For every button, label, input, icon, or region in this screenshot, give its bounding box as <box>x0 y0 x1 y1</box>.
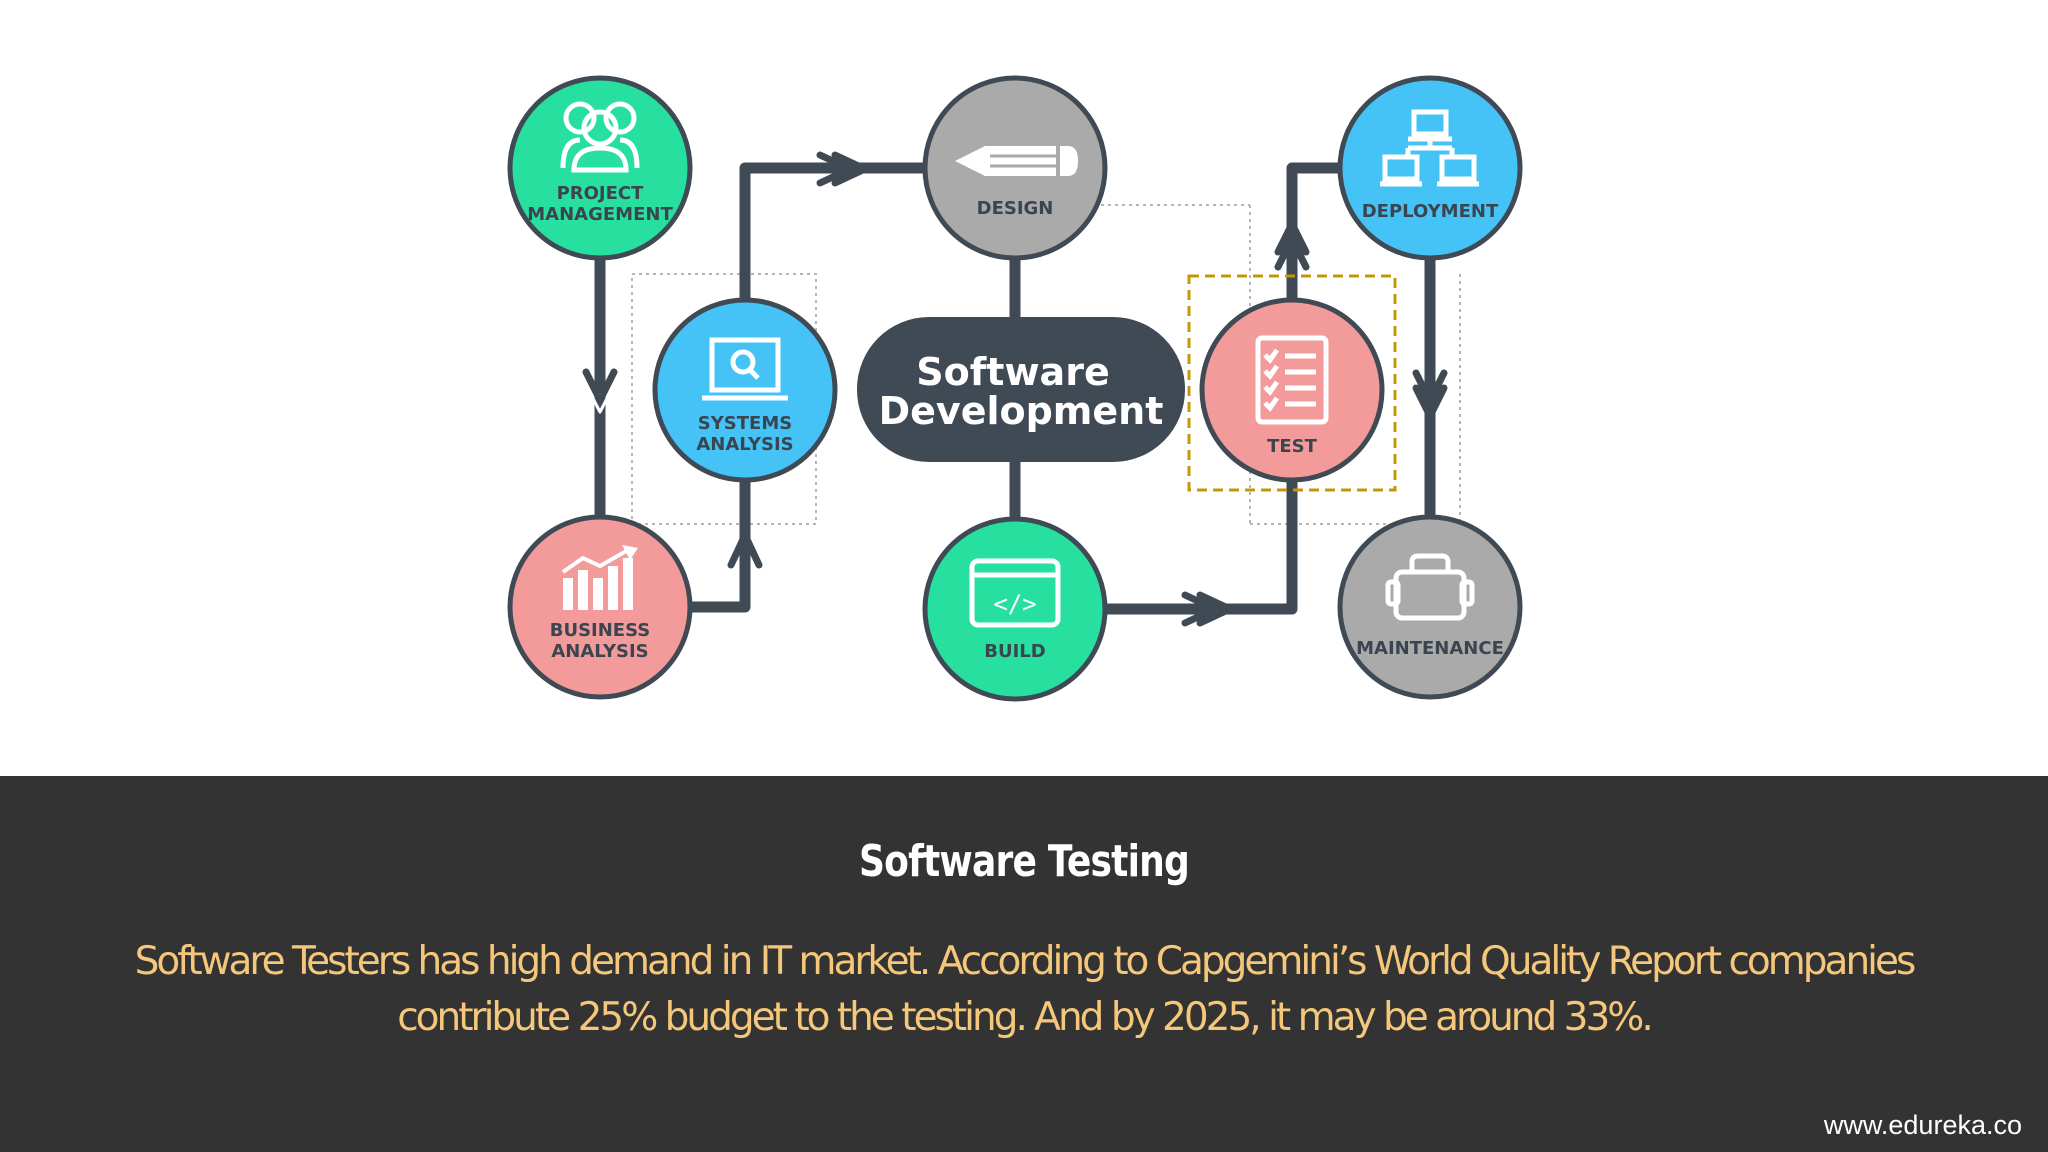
node-label-line2: ANALYSIS <box>551 641 648 662</box>
center-pill: Software Development <box>857 317 1185 462</box>
node-maintenance: MAINTENANCE <box>1337 514 1523 700</box>
node-label-line1: TEST <box>1267 436 1318 457</box>
node-label-line1: BUSINESS <box>550 620 650 641</box>
network-icon <box>1380 109 1479 187</box>
node-label-line1: DEPLOYMENT <box>1362 201 1499 222</box>
node-label-line1: MAINTENANCE <box>1356 638 1504 659</box>
sdlc-diagram-svg: Software Development PROJECT MANAGEMENT <box>507 75 1523 702</box>
node-systems-analysis: SYSTEMS ANALYSIS <box>652 297 838 483</box>
svg-text:</>: </> <box>993 590 1036 618</box>
node-build: </> BUILD <box>922 516 1108 702</box>
slide-title: Software Testing <box>859 836 1190 887</box>
monitor-search-icon <box>702 337 788 401</box>
node-test: TEST <box>1199 297 1385 483</box>
people-icon <box>560 101 640 173</box>
bar-chart-icon <box>561 545 638 610</box>
toolbox-icon <box>1385 553 1475 621</box>
node-label-line2: ANALYSIS <box>696 434 793 455</box>
site-url[interactable]: www.edureka.co <box>1823 1110 2022 1140</box>
node-design: DESIGN <box>922 75 1108 261</box>
arrow-down-right-icon <box>1412 369 1448 420</box>
node-business-analysis: BUSINESS ANALYSIS <box>507 514 693 700</box>
sdlc-diagram: Software Development PROJECT MANAGEMENT <box>507 75 1523 702</box>
center-title-line2: Development <box>879 389 1164 433</box>
footer-band: Software Testing Software Testers has hi… <box>0 776 2048 1152</box>
test-highlight-box <box>1187 274 1397 492</box>
node-label-line1: PROJECT <box>557 183 645 204</box>
node-deployment: DEPLOYMENT <box>1337 75 1523 261</box>
arrow-up-right-icon <box>1274 220 1310 271</box>
center-title-line1: Software <box>916 350 1109 394</box>
node-label-line1: SYSTEMS <box>698 413 792 434</box>
code-window-icon: </> <box>969 558 1061 628</box>
slide-body-text: Software Testers has high demand in IT m… <box>134 939 1917 1040</box>
node-project-management: PROJECT MANAGEMENT <box>507 75 693 261</box>
arrow-right-bottom-icon <box>1181 591 1234 627</box>
pencil-icon <box>955 146 1078 176</box>
checklist-icon <box>1255 335 1329 425</box>
node-label-line1: BUILD <box>984 641 1045 662</box>
arrow-down-left-icon <box>582 368 618 414</box>
arrow-up-left-icon <box>727 531 763 569</box>
node-label-line1: DESIGN <box>977 198 1054 219</box>
node-label-line2: MANAGEMENT <box>527 204 673 225</box>
arrow-right-top-icon <box>816 151 869 187</box>
